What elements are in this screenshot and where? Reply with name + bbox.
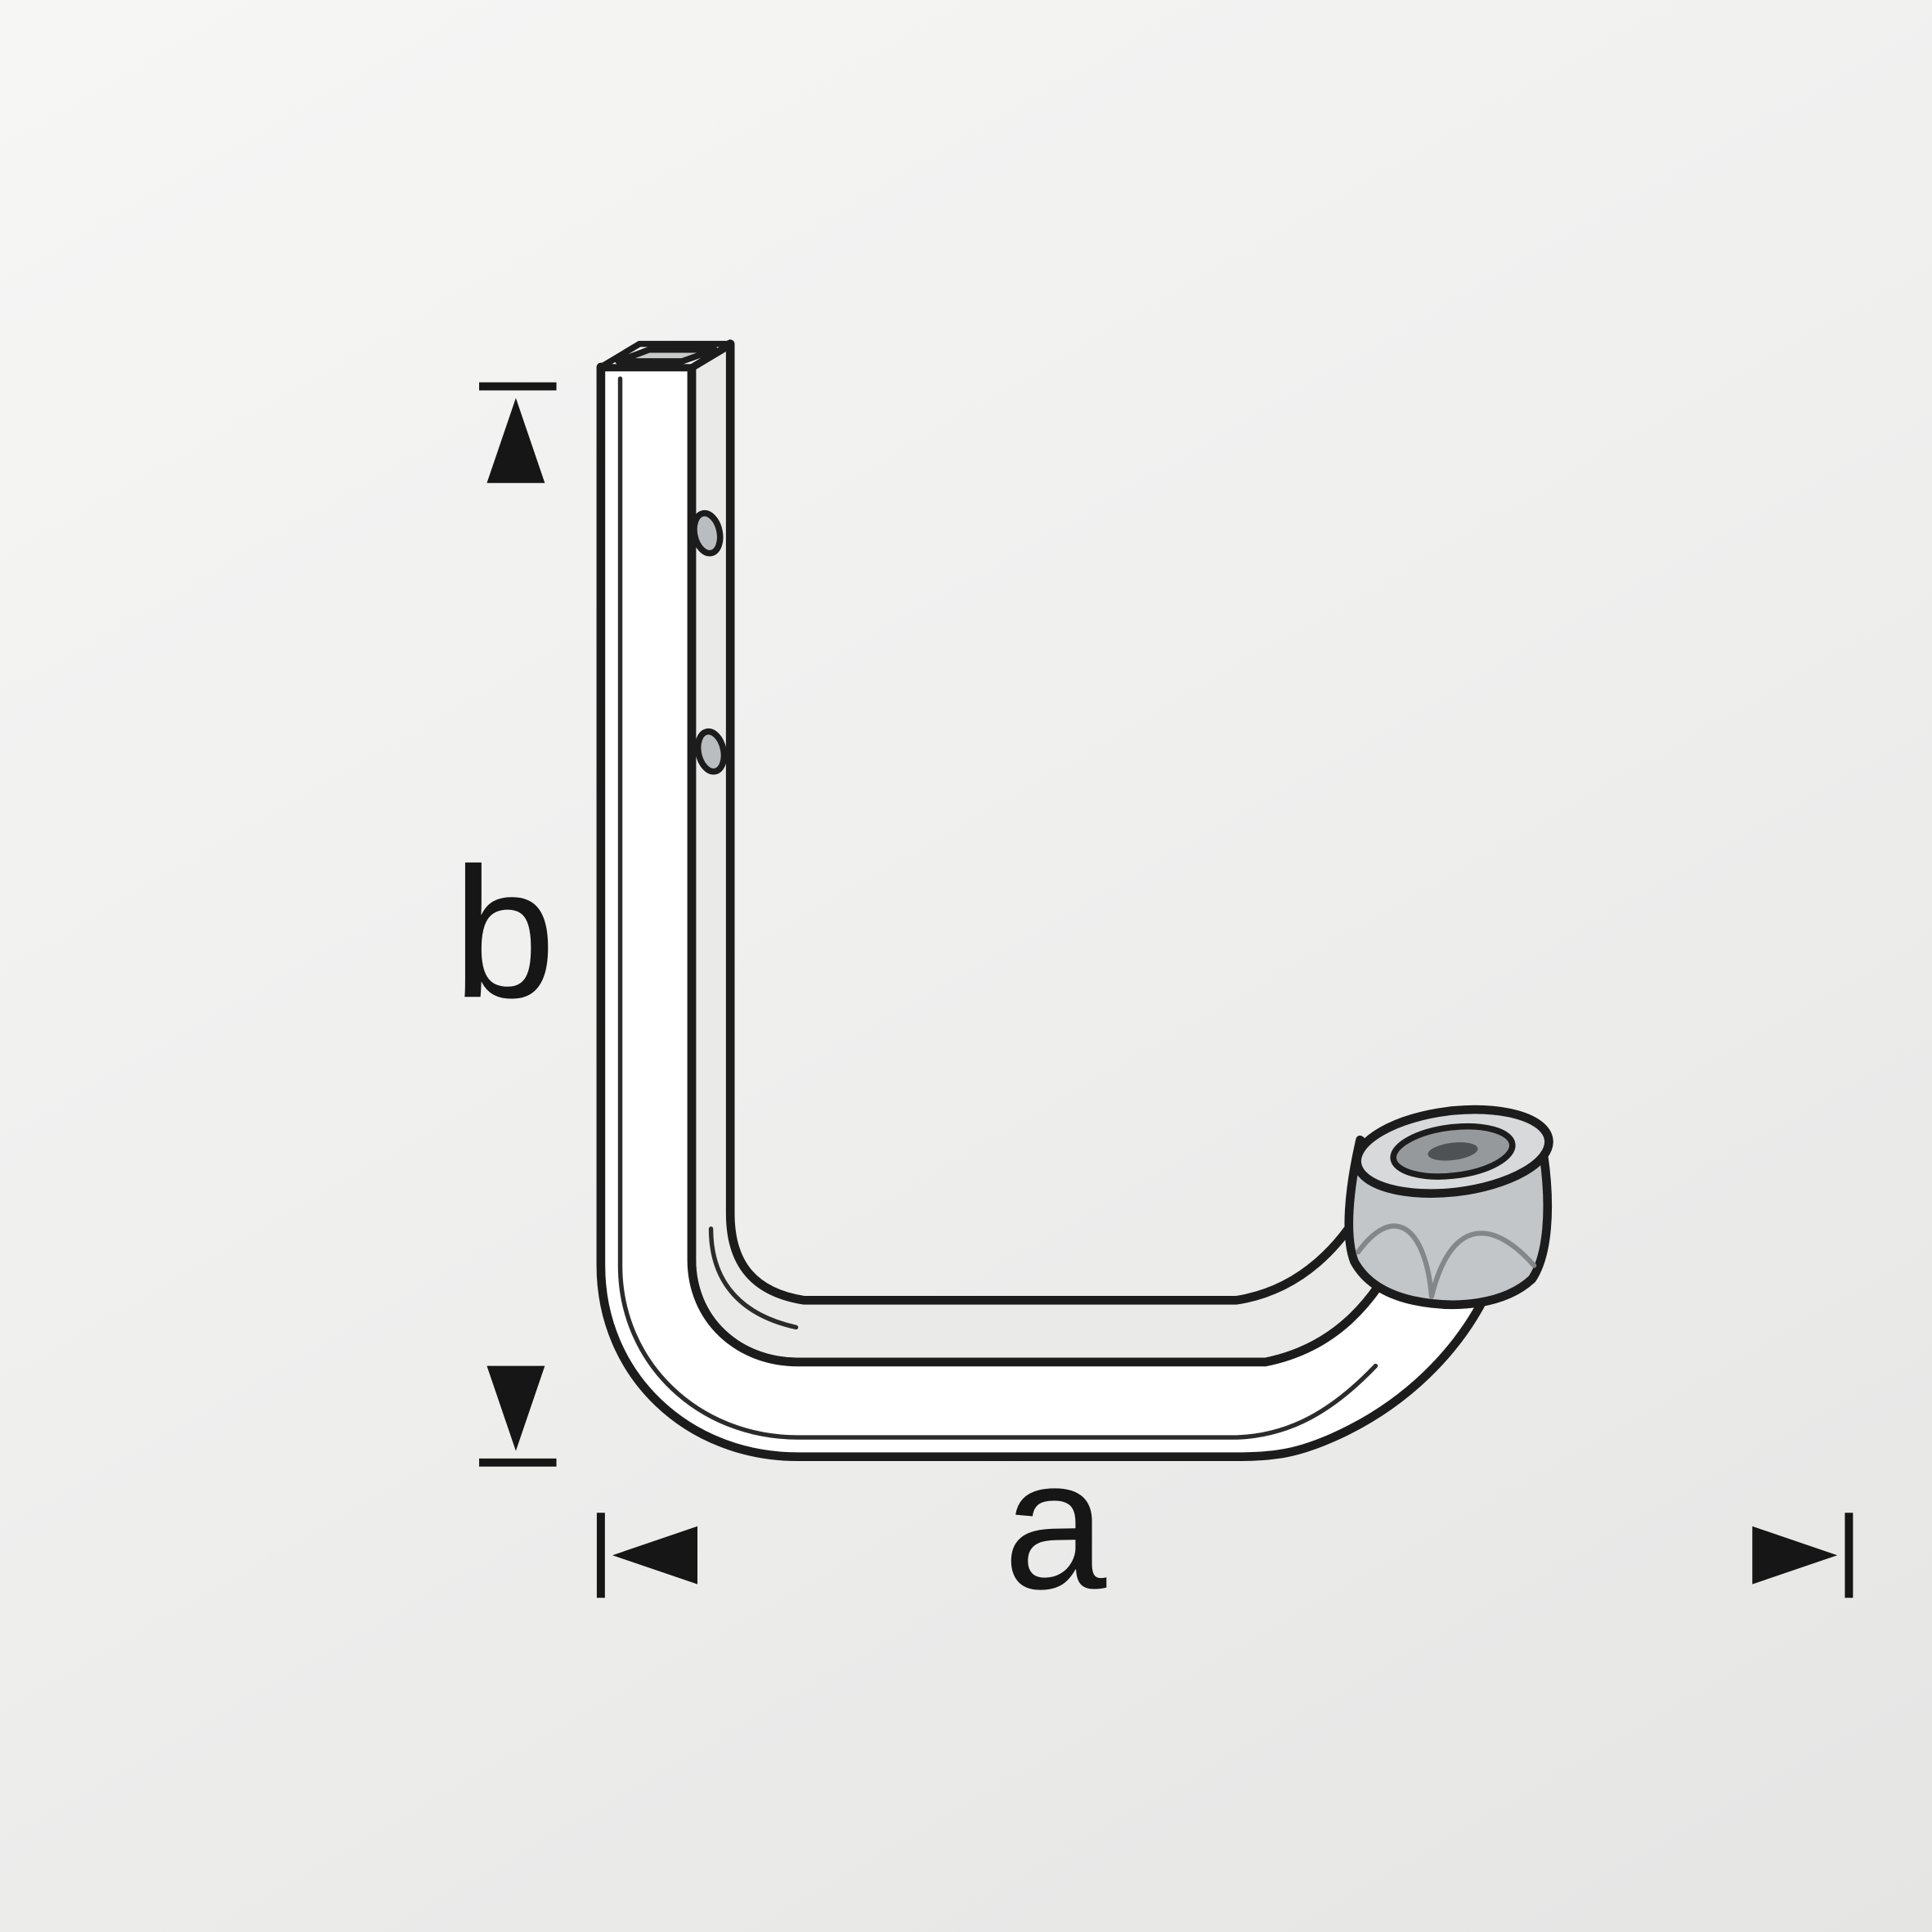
tube-edge-highlight-line: [617, 376, 1378, 1440]
dimension-label-a: a: [1003, 1421, 1107, 1628]
hook-front-face: [596, 362, 1496, 1462]
screw-hole-bottom: [694, 728, 728, 775]
end-cap-flute-left: [1356, 1223, 1435, 1299]
dimension-label-b: b: [453, 830, 556, 1037]
dimension-b: b: [453, 382, 557, 1467]
bend-contour-line: [708, 1226, 799, 1330]
tube-opening-hole: [615, 346, 719, 365]
dim-b-arrowhead-up-icon: [486, 397, 545, 483]
dim-a-arrowhead-right-icon: [1752, 1526, 1838, 1585]
end-cap-center-mark: [1428, 1142, 1478, 1161]
end-cap-flute-right: [1428, 1230, 1537, 1299]
dim-a-arrowhead-left-icon: [612, 1526, 698, 1585]
hook-body: [596, 339, 1496, 1462]
end-cap: [1344, 1105, 1553, 1310]
hook-side-face: [687, 339, 1411, 1367]
screw-hole-top: [691, 509, 724, 557]
dim-b-arrowhead-down-icon: [486, 1365, 545, 1451]
dimension-a: a: [596, 1421, 1854, 1628]
